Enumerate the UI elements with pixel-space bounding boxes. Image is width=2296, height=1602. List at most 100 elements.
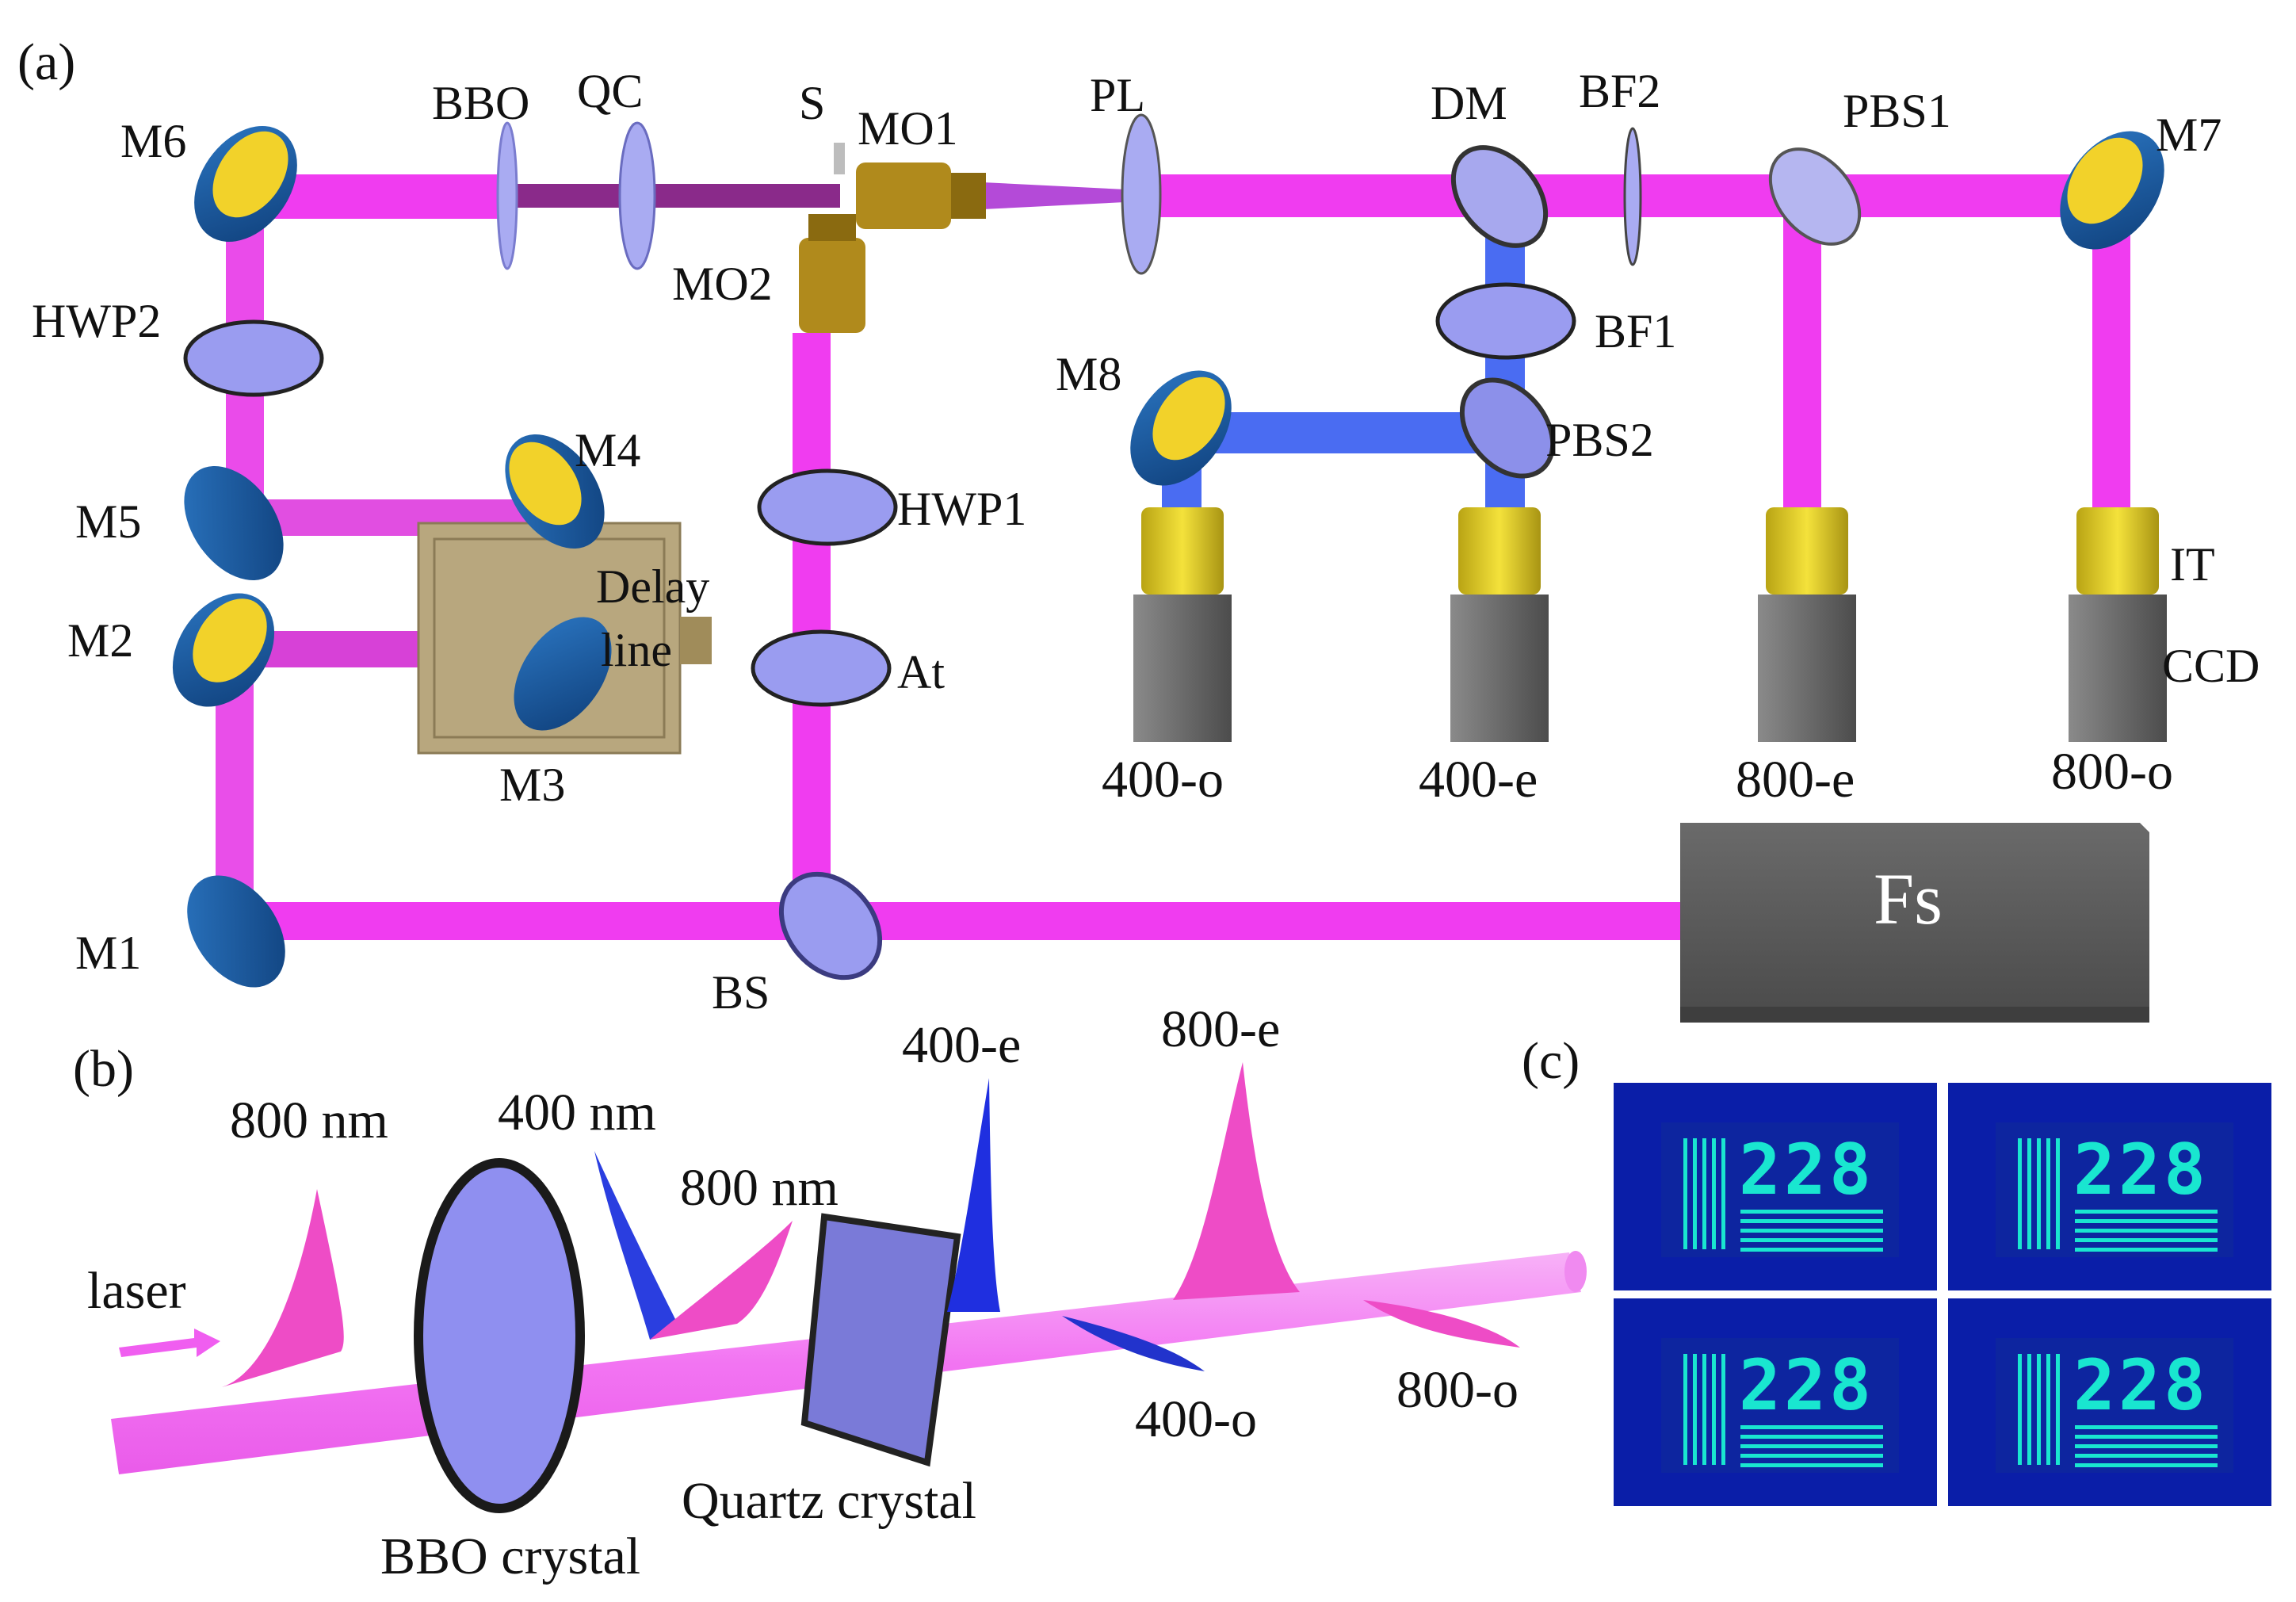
label-800-o: 800-o — [1396, 1361, 1519, 1419]
label-laser: laser — [87, 1262, 186, 1320]
beam-m6-to-bbo — [262, 174, 507, 219]
label-bf2: BF2 — [1579, 65, 1660, 117]
attenuator-at — [751, 629, 892, 707]
beam-mo1-to-pl — [983, 182, 1141, 209]
camera-400-o — [1133, 507, 1232, 742]
beam-pbs2-to-m8 — [1189, 412, 1506, 453]
camera-800-o — [2069, 507, 2167, 742]
lens-pl — [1121, 113, 1162, 275]
quartz-plate-qc — [618, 121, 656, 270]
mirror-m3 — [514, 617, 612, 731]
dichroic-mirror-dm — [1450, 145, 1549, 248]
label-m2: M2 — [67, 614, 133, 667]
pulse-800nm-in — [222, 1189, 344, 1387]
label-hwp1: HWP1 — [897, 483, 1026, 535]
label-mo1: MO1 — [858, 102, 958, 155]
target-number: 228 — [1739, 1344, 1874, 1426]
hwp2 — [183, 319, 324, 397]
cameras — [1133, 507, 2167, 742]
hwp1 — [757, 468, 898, 546]
label-s: S — [799, 77, 825, 129]
objective-mo1 — [856, 162, 986, 229]
label-mo2: MO2 — [672, 258, 773, 310]
filter-bf1 — [1435, 282, 1576, 360]
pulse-400-e — [947, 1078, 1000, 1312]
target-image-tile: 228 — [1948, 1083, 2271, 1290]
bbo-plate — [496, 121, 518, 270]
label-pbs1: PBS1 — [1843, 85, 1951, 137]
label-bbo: BBO — [432, 77, 529, 129]
mirror-m1 — [187, 875, 285, 988]
pulse-800-o — [1363, 1300, 1520, 1348]
label-800-e: 800-e — [1161, 1000, 1280, 1058]
panel-c-label: (c) — [1522, 1032, 1580, 1090]
label-bs: BS — [712, 966, 770, 1019]
beam-bs-to-mo2 — [793, 333, 831, 920]
label-m1: M1 — [75, 927, 141, 979]
target-image-tile: 228 — [1614, 1298, 1937, 1506]
objectives — [799, 162, 986, 333]
pbs2 — [1459, 377, 1556, 479]
beam-fs-to-m1 — [254, 902, 1680, 940]
beam-m7-down — [2092, 206, 2130, 539]
label-qc: QC — [577, 65, 643, 117]
label-m8: M8 — [1056, 348, 1121, 400]
quartz-crystal — [800, 1213, 961, 1467]
label-400-e: 400-e — [902, 1016, 1021, 1074]
label-cam-400-e: 400-e — [1419, 751, 1538, 809]
label-quartz-crystal: Quartz crystal — [682, 1472, 976, 1530]
target-image-tile: 228 — [1614, 1083, 1937, 1290]
pbs1 — [1768, 147, 1862, 246]
panel-c-images: 228 228 228 228 — [1614, 1083, 2271, 1506]
label-cam-800-o: 800-o — [2051, 743, 2173, 801]
label-m5: M5 — [75, 495, 141, 548]
fs-laser-box — [1680, 823, 2149, 1023]
label-800nm-in: 800 nm — [230, 1092, 388, 1149]
label-ccd: CCD — [2162, 640, 2260, 692]
panel-b-labels: (b) 800 nm 400 nm 800 nm 400-e 800-e las… — [73, 1000, 1519, 1585]
beam-splitter-bs — [778, 871, 883, 981]
transmissive-optics — [183, 113, 1642, 707]
camera-400-e — [1450, 507, 1549, 742]
panel-a-label: (a) — [17, 33, 75, 91]
label-dm: DM — [1431, 77, 1507, 129]
pulse-800-e — [1173, 1062, 1300, 1300]
pulse-400nm — [594, 1151, 682, 1340]
label-m6: M6 — [120, 115, 186, 167]
mirror-m2 — [172, 593, 275, 707]
label-pl: PL — [1090, 69, 1145, 121]
beam-pbs1-down — [1783, 206, 1821, 539]
mirror-m6 — [194, 126, 297, 242]
label-cam-800-e: 800-e — [1736, 751, 1855, 809]
pulse-800nm-mid — [650, 1221, 793, 1340]
mirrors — [172, 126, 2164, 988]
label-800nm-mid: 800 nm — [680, 1159, 839, 1217]
panel-b-pulses — [111, 1062, 1587, 1513]
label-fs: Fs — [1874, 858, 1943, 939]
panel-b-label: (b) — [73, 1040, 134, 1098]
label-m4: M4 — [575, 424, 640, 476]
laser-arrow-icon — [119, 1329, 220, 1357]
mirror-m8 — [1130, 370, 1232, 486]
pulse-400-o — [1062, 1316, 1205, 1371]
filter-bf2 — [1623, 127, 1642, 266]
label-m7: M7 — [2156, 109, 2222, 161]
beam-bbo-to-s — [507, 184, 840, 208]
target-number: 228 — [1739, 1129, 1874, 1210]
target-number: 228 — [2073, 1344, 2209, 1426]
mirror-m7 — [2060, 131, 2164, 250]
target-number: 228 — [2073, 1129, 2209, 1210]
label-bbo-crystal: BBO crystal — [380, 1527, 640, 1585]
label-line: line — [601, 624, 672, 676]
mirror-m5 — [184, 465, 284, 581]
objective-mo2 — [799, 214, 865, 333]
sample-s — [834, 143, 845, 174]
bbo-crystal — [414, 1158, 585, 1513]
label-400-o: 400-o — [1135, 1390, 1257, 1448]
label-m3: M3 — [499, 759, 565, 811]
setup-labels: (a) M6 BBO QC S MO1 PL DM BF2 PBS1 M7 MO… — [17, 33, 2260, 1019]
label-at: At — [897, 646, 945, 698]
label-it: IT — [2170, 538, 2215, 591]
label-bf1: BF1 — [1595, 305, 1676, 357]
